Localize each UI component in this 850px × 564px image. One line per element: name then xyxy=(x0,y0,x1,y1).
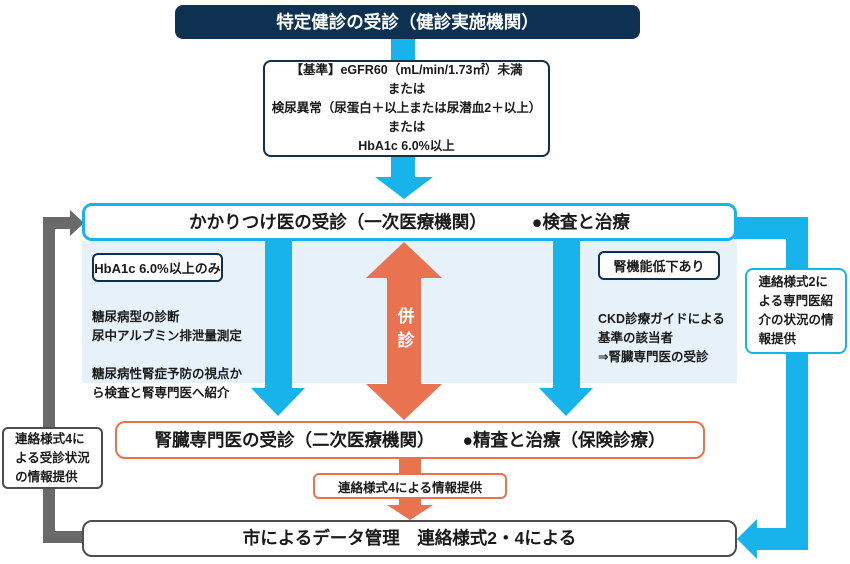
cyan-left-arrow-icon xyxy=(737,519,757,559)
primary-care-box: かかりつけ医の受診（一次医療機関） ●検査と治療 xyxy=(82,203,737,241)
right-feedback-box: 連絡様式2に よる専門医紹 介の状況の情 報提供 xyxy=(745,268,847,354)
connector-orange-1 xyxy=(399,458,421,474)
renal-decline-tag: 腎機能低下あり xyxy=(598,251,720,280)
nephrologist-action: ●精査と治療（保険診療） xyxy=(462,429,666,450)
left-down-arrow-icon xyxy=(251,388,305,416)
ckd-guide-note-text: CKD診療ガイドによる 基準の該当者 ⇒腎臓専門医の受診 xyxy=(598,312,725,364)
down-arrow-icon xyxy=(375,177,433,199)
form4-info-box: 連絡様式4による情報提供 xyxy=(313,473,507,499)
renal-decline-label: 腎機能低下あり xyxy=(613,259,705,274)
health-checkup-label: 特定健診の受診（健診実施機関） xyxy=(276,11,539,32)
cyan-path-bottom-horizontal xyxy=(756,528,808,550)
connector-top-2 xyxy=(391,156,415,178)
gray-path-vertical xyxy=(43,217,55,543)
orange-down-arrow-icon xyxy=(387,505,433,520)
nephrologist-box: 腎臓専門医の受診（二次医療機関） ●精査と治療（保険診療） xyxy=(115,421,705,459)
gray-path-bottom-horizontal xyxy=(43,531,84,543)
primary-care-title: かかりつけ医の受診（一次医療機関） xyxy=(189,211,487,232)
left-feedback-box: 連絡様式4に よる受診状況 の情報提供 xyxy=(2,427,103,489)
ckd-guide-note: CKD診療ガイドによる 基準の該当者 ⇒腎臓専門医の受診 xyxy=(598,291,743,367)
criteria-box: 【基準】eGFR60（mL/min/1.73㎡）未満 または 検尿異常（尿蛋白＋… xyxy=(263,60,550,157)
concurrent-care-label: 併診 xyxy=(387,285,421,377)
left-feedback-text: 連絡様式4に よる受診状況 の情報提供 xyxy=(15,431,90,484)
connector-orange-2 xyxy=(399,498,421,506)
connector-top-1 xyxy=(391,38,415,62)
city-data-label: 市によるデータ管理 連絡様式2・4による xyxy=(242,528,577,549)
right-down-arrow-icon xyxy=(539,388,593,416)
concurrent-care-text: 併診 xyxy=(394,307,414,355)
updown-arrow-shaft xyxy=(387,277,421,385)
cyan-path-vertical xyxy=(786,217,808,550)
left-down-arrow-shaft xyxy=(265,241,292,388)
diabetes-note-text: 糖尿病型の診断 尿中アルブミン排泄量測定 糖尿病性腎症予防の視点か ら検査と腎専… xyxy=(92,310,243,400)
updown-arrow-bottom-icon xyxy=(366,384,442,420)
primary-care-action: ●検査と治療 xyxy=(531,211,630,232)
updown-arrow-top-icon xyxy=(366,242,442,278)
criteria-text: 【基準】eGFR60（mL/min/1.73㎡）未満 または 検尿異常（尿蛋白＋… xyxy=(271,63,542,153)
hba1c-tag: HbA1c 6.0%以上のみ xyxy=(92,253,223,282)
gray-path-top-horizontal xyxy=(43,217,71,229)
city-data-box: 市によるデータ管理 連絡様式2・4による xyxy=(82,520,737,557)
form4-info-label: 連絡様式4による情報提供 xyxy=(337,480,483,495)
right-down-arrow-shaft xyxy=(553,241,580,388)
nephrologist-title: 腎臓専門医の受診（二次医療機関） xyxy=(154,429,435,450)
gray-right-arrow-icon xyxy=(70,210,84,236)
health-checkup-box: 特定健診の受診（健診実施機関） xyxy=(175,5,640,39)
hba1c-tag-label: HbA1c 6.0%以上のみ xyxy=(94,261,221,276)
right-feedback-text: 連絡様式2に よる専門医紹 介の状況の情 報提供 xyxy=(758,275,834,346)
diabetes-note: 糖尿病型の診断 尿中アルブミン排泄量測定 糖尿病性腎症予防の視点か ら検査と腎専… xyxy=(92,289,272,403)
